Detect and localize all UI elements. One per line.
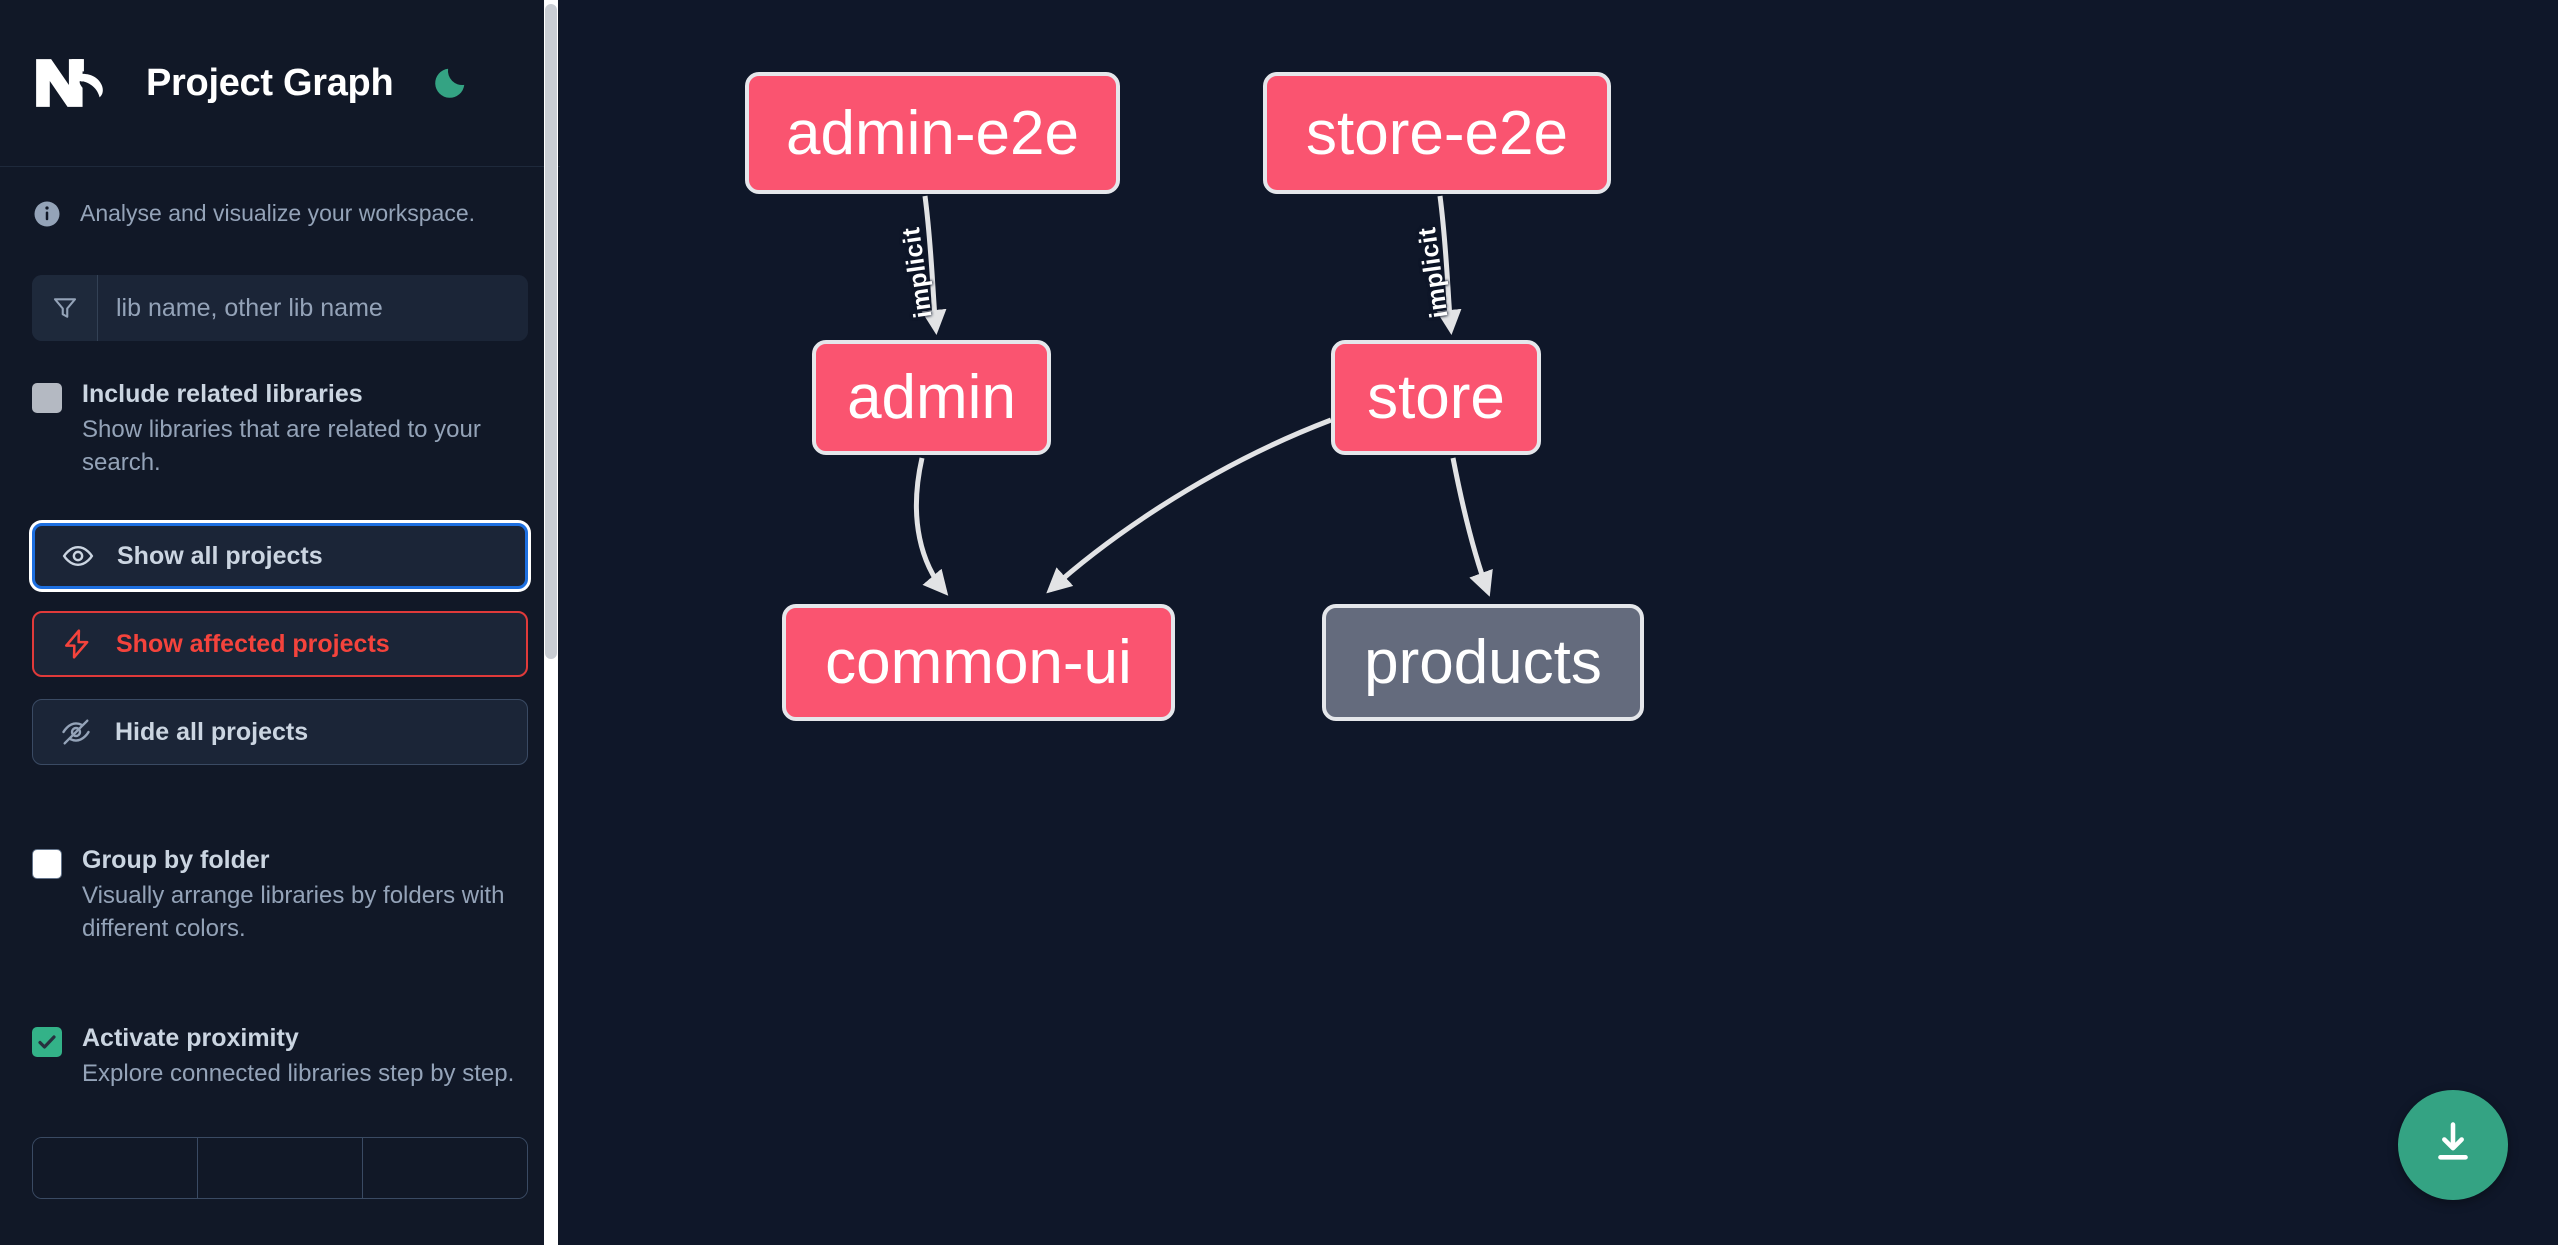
show-affected-projects-button[interactable]: Show affected projects <box>32 611 528 678</box>
info-banner: Analyse and visualize your workspace. <box>0 167 560 229</box>
edge-admin-e2e-to-admin <box>921 195 947 335</box>
option-description: Show libraries that are related to your … <box>82 416 481 476</box>
graph-canvas[interactable]: admin-e2e store-e2e admin store common-u… <box>560 0 2558 1245</box>
edge-store-e2e-to-store <box>1436 195 1462 335</box>
button-label: Show affected projects <box>116 629 390 658</box>
option-label: Activate proximity <box>82 1024 299 1053</box>
page-title: Project Graph <box>146 61 394 104</box>
eye-off-icon <box>59 715 93 749</box>
eye-icon <box>61 539 95 573</box>
lightning-icon <box>60 627 94 661</box>
hide-all-projects-button[interactable]: Hide all projects <box>32 699 528 766</box>
moon-icon[interactable] <box>427 60 473 106</box>
sidebar-scrollbar[interactable] <box>544 0 558 1245</box>
edge-store-to-common-ui <box>1046 417 1332 594</box>
sidebar-body: Include related libraries Show libraries… <box>0 275 560 1199</box>
checkbox-activate-proximity[interactable] <box>32 1027 62 1058</box>
graph-edges <box>913 195 1493 597</box>
graph-node-store-e2e[interactable]: store-e2e <box>1263 72 1611 194</box>
info-circle-icon <box>32 199 62 229</box>
info-text: Analyse and visualize your workspace. <box>80 200 476 227</box>
funnel-icon[interactable] <box>32 275 98 341</box>
checkbox-include-related-libraries[interactable] <box>32 383 62 413</box>
node-label: store <box>1367 363 1505 432</box>
node-label: products <box>1364 628 1602 697</box>
option-label: Include related libraries <box>82 380 363 408</box>
node-label: admin-e2e <box>786 98 1079 168</box>
sidebar-header: Project Graph <box>0 0 560 167</box>
graph-node-products[interactable]: products <box>1322 604 1644 721</box>
visibility-button-group: Show all projects Show affected projects <box>32 523 528 766</box>
segmented-control-option-2[interactable] <box>198 1137 363 1198</box>
option-label: Group by folder <box>82 846 270 875</box>
node-label: common-ui <box>825 628 1132 697</box>
graph-node-admin[interactable]: admin <box>812 340 1051 455</box>
edge-store-to-products <box>1450 457 1493 597</box>
option-include-related-libraries[interactable]: Include related libraries Show libraries… <box>32 379 528 479</box>
download-graph-button[interactable] <box>2398 1090 2508 1200</box>
filter-bar <box>32 275 528 341</box>
nx-logo-icon <box>32 55 114 111</box>
search-input[interactable] <box>98 275 528 341</box>
segmented-control-option-3[interactable] <box>363 1137 527 1198</box>
graph-node-store[interactable]: store <box>1331 340 1541 455</box>
node-label: admin <box>847 363 1016 432</box>
option-group-by-folder[interactable]: Group by folder Visually arrange librari… <box>32 845 528 945</box>
edge-admin-to-common-ui <box>913 457 949 596</box>
show-all-projects-button[interactable]: Show all projects <box>32 523 528 590</box>
node-label: store-e2e <box>1306 98 1568 168</box>
graph-node-common-ui[interactable]: common-ui <box>782 604 1175 721</box>
sidebar-scroll-region[interactable]: Project Graph Analyse and visualize your… <box>0 0 560 1245</box>
segmented-control-option-1[interactable] <box>33 1137 198 1198</box>
checkbox-group-by-folder[interactable] <box>32 849 62 880</box>
option-description: Explore connected libraries step by step… <box>82 1060 515 1088</box>
display-option-group: Group by folder Visually arrange librari… <box>32 807 528 1091</box>
graph-node-admin-e2e[interactable]: admin-e2e <box>745 72 1120 194</box>
option-activate-proximity[interactable]: Activate proximity Explore connected lib… <box>32 1023 528 1091</box>
button-label: Hide all projects <box>115 717 309 746</box>
sidebar: Project Graph Analyse and visualize your… <box>0 0 560 1245</box>
segmented-control[interactable] <box>32 1136 528 1199</box>
download-icon <box>2427 1117 2479 1174</box>
sidebar-scrollbar-thumb[interactable] <box>545 4 557 659</box>
button-label: Show all projects <box>117 541 323 570</box>
option-description: Visually arrange libraries by folders wi… <box>82 882 505 942</box>
